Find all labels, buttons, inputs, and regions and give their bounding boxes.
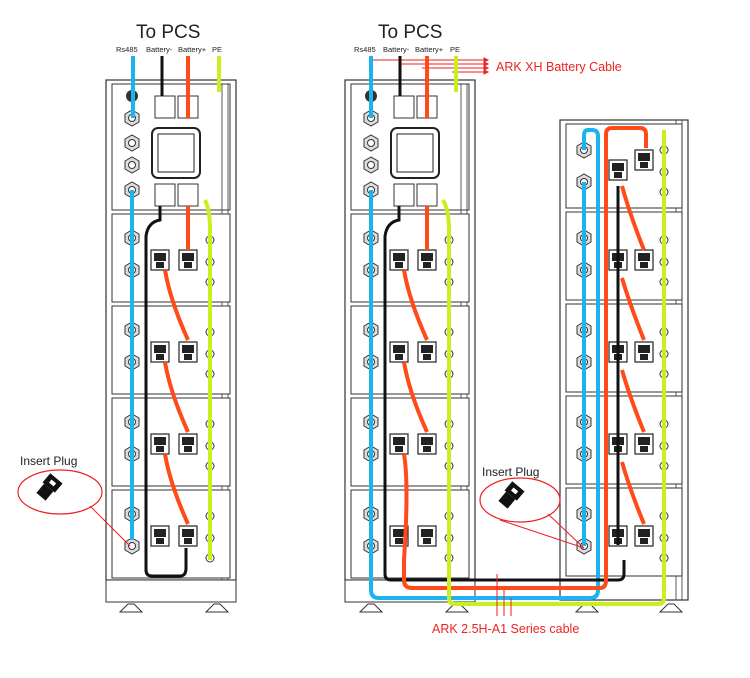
right-pe-cable [441, 56, 666, 606]
left-pe-cable [203, 56, 221, 560]
right-terminal-battery-neg: Battery- [383, 45, 410, 54]
right-insert-plug-callout [479, 477, 561, 523]
right-title: To PCS [378, 22, 442, 43]
battery-cable-label: ARK XH Battery Cable [496, 60, 622, 74]
left-battery-neg-cable [144, 56, 188, 578]
right-battery-neg-cable [383, 56, 626, 582]
right-insert-plug-label: Insert Plug [482, 465, 539, 479]
right-terminal-rs485: Rs485 [354, 45, 376, 54]
right-stack-a-module-3 [350, 397, 470, 487]
left-terminal-battery-pos: Battery+ [178, 45, 207, 54]
left-system: To PCS Rs485 Battery- Battery+ PE [17, 22, 237, 613]
right-battery-pos-cable [402, 56, 648, 590]
left-rs485-cable [130, 56, 135, 540]
series-cable-pointer [496, 574, 512, 616]
right-rs485-cable [369, 56, 600, 600]
right-stack-a-module-4 [350, 489, 470, 579]
left-terminal-battery-neg: Battery- [146, 45, 173, 54]
insert-plug-icon [498, 481, 525, 509]
left-insert-plug-callout [17, 469, 103, 515]
right-system: To PCS Rs485 Battery- Battery+ PE ARK XH… [344, 22, 689, 636]
left-terminal-pe: PE [212, 45, 222, 54]
series-cable-label: ARK 2.5H-A1 Series cable [432, 622, 579, 636]
left-title: To PCS [136, 22, 200, 43]
right-terminal-pe: PE [450, 45, 460, 54]
left-terminal-rs485: Rs485 [116, 45, 138, 54]
left-battery-pos-cable [163, 56, 190, 525]
left-module-4 [111, 489, 231, 579]
insert-plug-icon [36, 473, 63, 501]
left-insert-plug-label: Insert Plug [20, 454, 77, 468]
right-terminal-battery-pos: Battery+ [415, 45, 444, 54]
